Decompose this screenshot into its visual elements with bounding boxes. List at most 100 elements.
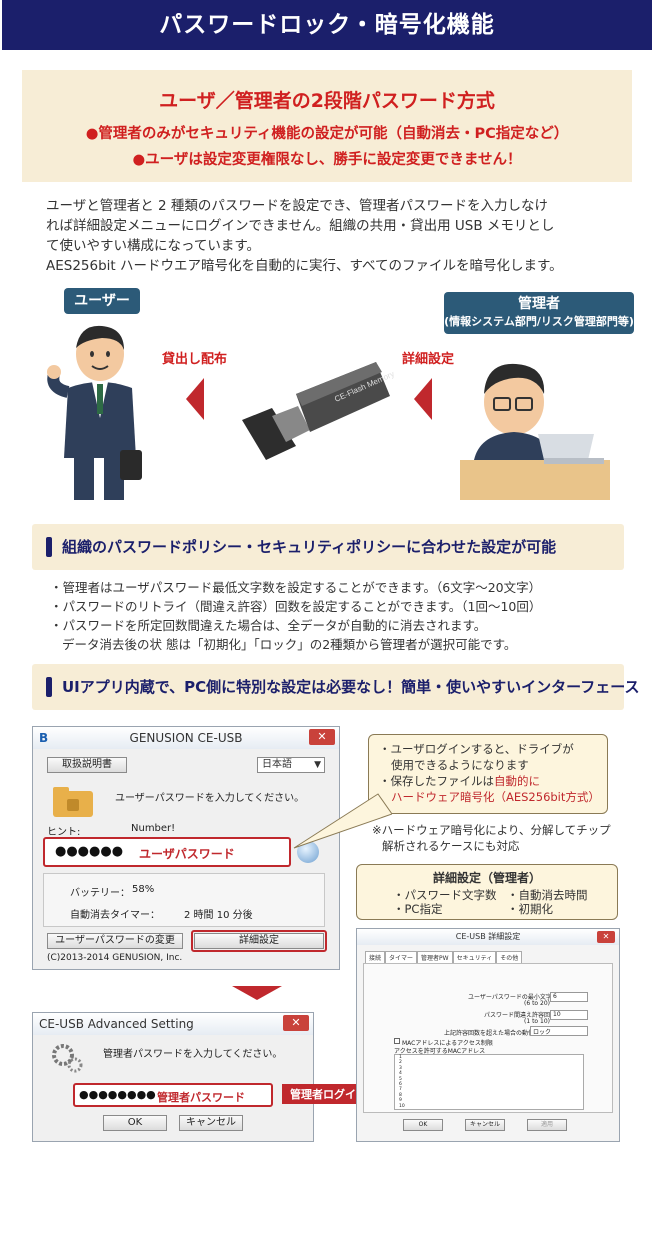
- ok-button[interactable]: OK: [403, 1119, 443, 1131]
- hint-label: ヒント:: [47, 827, 81, 838]
- lend-label: 貸出し配布: [162, 352, 228, 367]
- user-label: ユーザー: [64, 288, 140, 314]
- section-marker: [46, 677, 52, 697]
- battery-value: 58%: [132, 884, 155, 895]
- password-field-label: ユーザパスワード: [139, 847, 235, 861]
- list-item: 4: [399, 1071, 402, 1077]
- intro-line: て使いやすい構成になっています。: [46, 238, 260, 254]
- window-titlebar: CE-USB 詳細設定 ✕: [357, 929, 619, 945]
- language-value: 日本語: [262, 759, 292, 770]
- list-item: ・管理者はユーザパスワード最低文字数を設定することができます。（6文字～20文字…: [50, 580, 542, 595]
- mac-address-list[interactable]: 1 2 3 4 5 6 7 8 9 10: [394, 1054, 584, 1110]
- list-item: 2: [399, 1060, 402, 1066]
- security-panel: ユーザーパスワードの最小文字数 (6 to 20) 6 パスワード間違え許容回数…: [363, 963, 613, 1113]
- timer-value: 2 時間 10 分後: [184, 910, 253, 921]
- retry-label: パスワード間違え許容回数: [484, 1012, 557, 1019]
- list-item: 7: [399, 1087, 402, 1093]
- detail-label: 詳細設定: [402, 352, 455, 367]
- policy-bullet-user: ●ユーザは設定変更権限なし、勝手に設定変更できません！: [132, 152, 522, 168]
- policy-bullet-admin: ●管理者のみがセキュリティ機能の設定が可能（自動消去・PC指定など）: [85, 126, 569, 142]
- hardware-encryption-note: ※ハードウェア暗号化により、分解してチップ 解析されるケースにも対応: [372, 822, 611, 854]
- list-item: 5: [399, 1076, 402, 1082]
- status-panel: バッテリー： 58% 自動消去タイマー： 2 時間 10 分後: [43, 873, 325, 927]
- mac-checkbox[interactable]: [394, 1038, 400, 1044]
- app-logo-icon: B: [39, 731, 49, 745]
- tab-connect[interactable]: 接続: [365, 951, 386, 964]
- window-title: CE-USB 詳細設定: [455, 932, 521, 941]
- arrow-left-icon: [414, 378, 432, 420]
- intro-line: ユーザと管理者と 2 種類のパスワードを設定でき、管理者パスワードを入力しなけ: [46, 198, 548, 214]
- intro-text: ユーザと管理者と 2 種類のパスワードを設定でき、管理者パスワードを入力しなけ …: [46, 196, 616, 276]
- close-button[interactable]: ✕: [597, 931, 615, 943]
- callout-highlight: 自動的に: [494, 774, 540, 788]
- retry-select[interactable]: 10: [550, 1010, 588, 1020]
- callout-line: ・保存したファイルは自動的に: [379, 773, 597, 789]
- section-title: UIアプリ内蔵で、PC側に特別な設定は必要なし！簡単・使いやすいインターフェース: [62, 678, 640, 696]
- section-header-policy: 組織のパスワードポリシー・セキュリティポリシーに合わせた設定が可能: [32, 524, 624, 570]
- cancel-button[interactable]: キャンセル: [465, 1119, 505, 1131]
- list-item: 3: [399, 1065, 402, 1071]
- note-line: 解析されるケースにも対応: [382, 839, 520, 853]
- locked-folder-icon: [53, 787, 93, 817]
- manual-button[interactable]: 取扱説明書: [47, 757, 127, 773]
- list-item: 6: [399, 1082, 402, 1088]
- list-item: データ消去後の状 態は「初期化」「ロック」の2種類から管理者が選択可能です。: [62, 637, 517, 652]
- language-select[interactable]: 日本語 ▼: [257, 757, 325, 773]
- section-header-ui: UIアプリ内蔵で、PC側に特別な設定は必要なし！簡単・使いやすいインターフェース: [32, 664, 640, 710]
- password-dots: ●●●●●●: [55, 844, 124, 859]
- min-chars-label: ユーザーパスワードの最小文字数: [468, 994, 558, 1001]
- close-button[interactable]: ✕: [283, 1015, 309, 1031]
- password-field-label: 管理者パスワード: [157, 1091, 245, 1104]
- min-chars-range: (6 to 20): [524, 1000, 550, 1007]
- apply-button[interactable]: 適用: [527, 1119, 567, 1131]
- window-title: GENUSION CE-USB: [129, 731, 243, 745]
- arrow-down-icon: [232, 986, 282, 1000]
- change-password-button[interactable]: ユーザーパスワードの変更: [47, 933, 183, 949]
- close-button[interactable]: ✕: [309, 729, 335, 745]
- admin-label-title: 管理者: [518, 296, 560, 312]
- battery-label: バッテリー：: [70, 888, 130, 899]
- login-window: B GENUSION CE-USB ✕ 取扱説明書 日本語 ▼ ユーザーパスワー…: [32, 726, 340, 970]
- policy-bullets: ・管理者はユーザパスワード最低文字数を設定することができます。（6文字～20文字…: [50, 578, 630, 654]
- callout-line: ハードウェア暗号化（AES256bit方式）: [391, 790, 600, 804]
- ok-button[interactable]: OK: [103, 1115, 167, 1131]
- settings-window: CE-USB 詳細設定 ✕ 接続 タイマー 管理者PW セキュリティ その他 ユ…: [356, 928, 620, 1142]
- callout-line: ・ユーザログインすると、ドライブが: [379, 742, 574, 756]
- tab-timer[interactable]: タイマー: [385, 951, 418, 964]
- over-limit-label: 上記許容回数を超えた場合の動作: [444, 1030, 535, 1037]
- callout-item: ・初期化: [507, 902, 553, 916]
- hint-value: Number!: [131, 823, 176, 834]
- chevron-down-icon: ▼: [314, 760, 321, 770]
- callout-pointer: [293, 793, 392, 849]
- list-item: 9: [399, 1098, 402, 1104]
- advanced-login-window: CE-USB Advanced Setting ✕ 管理者パスワードを入力してく…: [32, 1012, 314, 1142]
- list-item: ・パスワードを所定回数間違えた場合は、全データが自動的に消去されます。: [50, 618, 487, 633]
- admin-login-label: 管理者ログイン: [290, 1088, 367, 1101]
- window-titlebar: CE-USB Advanced Setting ✕: [33, 1013, 313, 1035]
- detail-settings-button[interactable]: 詳細設定: [194, 933, 324, 949]
- callout-item: ・PC指定: [393, 902, 443, 916]
- password-prompt: ユーザーパスワードを入力してください。: [115, 793, 305, 804]
- login-orb-button[interactable]: [297, 841, 319, 863]
- section-title: 組織のパスワードポリシー・セキュリティポリシーに合わせた設定が可能: [62, 538, 557, 556]
- usb-drive-illustration: CE-Flash Memory: [242, 362, 396, 460]
- arrow-left-icon: [186, 378, 204, 420]
- admin-illustration: [460, 363, 610, 500]
- list-item: 8: [399, 1092, 402, 1098]
- admin-login-arrow: 管理者ログイン: [282, 1076, 376, 1112]
- detail-settings-highlight: 詳細設定: [191, 930, 327, 952]
- copyright: (C)2013-2014 GENUSION, Inc.: [47, 953, 183, 963]
- mac-list-label: アクセスを許可するMACアドレス: [394, 1048, 486, 1055]
- callout-admin-settings: 詳細設定（管理者） ・パスワード文字数 ・自動消去時間 ・PC指定 ・初期化: [356, 864, 618, 920]
- cancel-button[interactable]: キャンセル: [179, 1115, 243, 1131]
- timer-label: 自動消去タイマー：: [70, 910, 160, 921]
- admin-password-input[interactable]: ●●●●●●●● 管理者パスワード: [73, 1083, 273, 1107]
- gears-icon: [52, 1044, 83, 1073]
- callout-line: 使用できるようになります: [391, 758, 529, 772]
- callout-user-login: ・ユーザログインすると、ドライブが 使用できるようになります ・保存したファイル…: [368, 734, 608, 814]
- over-limit-select[interactable]: ロック: [530, 1026, 588, 1036]
- user-password-input[interactable]: ●●●●●● ユーザパスワード: [43, 837, 291, 867]
- admin-label-sub: (情報システム部門/リスク管理部門等): [444, 315, 634, 328]
- window-title: CE-USB Advanced Setting: [39, 1017, 194, 1031]
- min-chars-select[interactable]: 6: [550, 992, 588, 1002]
